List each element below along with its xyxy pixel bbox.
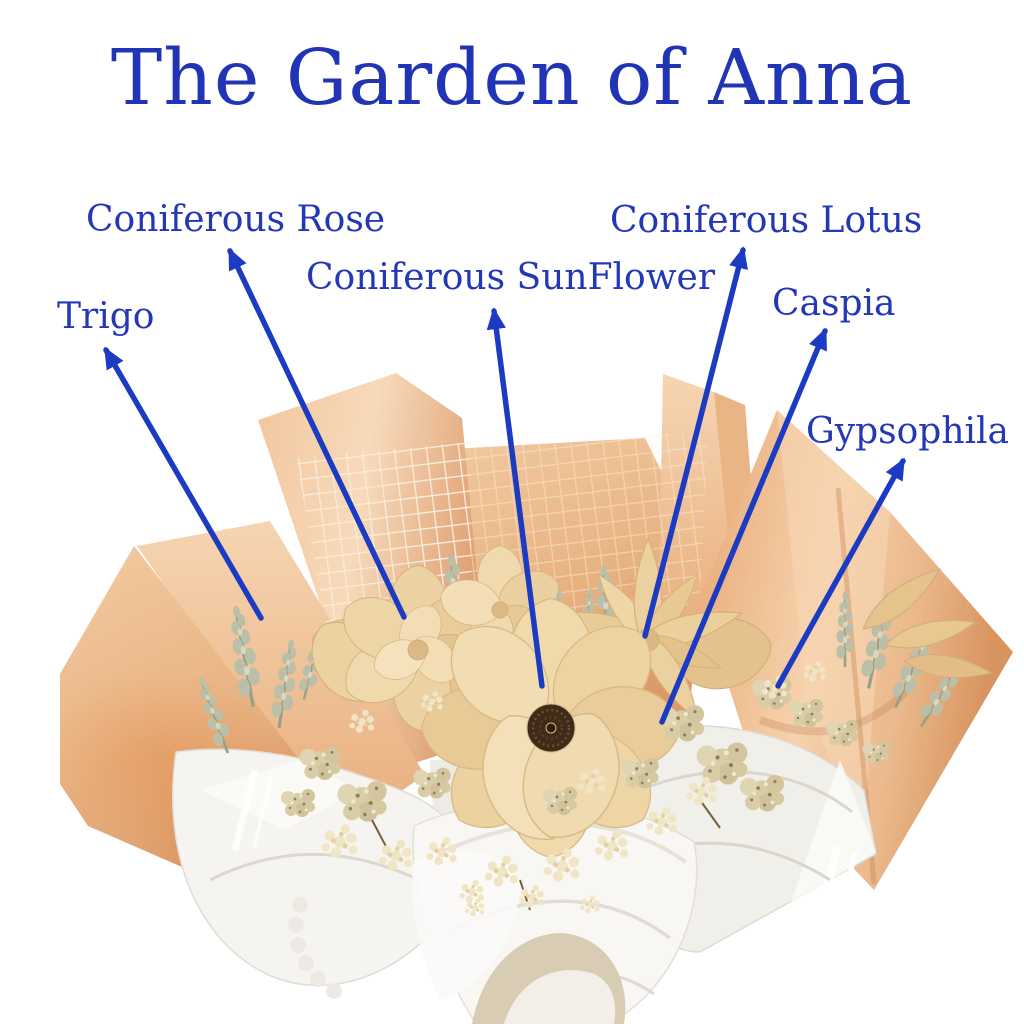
label-trigo: Trigo <box>57 296 155 337</box>
label-coniferous-rose: Coniferous Rose <box>86 199 386 240</box>
arrow-coniferous-rose <box>227 247 407 620</box>
label-gypsophila: Gypsophila <box>806 411 1010 452</box>
annotation-arrows <box>103 246 906 725</box>
arrow-coniferous-sunflower <box>486 307 545 689</box>
arrow-gypsophila <box>775 457 906 689</box>
coniferous-rose-flower <box>330 564 508 732</box>
white-wrap-paper <box>172 725 877 1024</box>
scalloped-edge <box>288 897 342 999</box>
label-coniferous-sunflower: Coniferous SunFlower <box>306 257 716 298</box>
flowers <box>190 537 994 917</box>
small-wood-flower <box>434 545 567 677</box>
page-title: The Garden of Anna <box>110 34 914 123</box>
arrow-coniferous-lotus <box>642 246 748 639</box>
label-coniferous-lotus: Coniferous Lotus <box>610 200 923 241</box>
label-caspia: Caspia <box>772 283 896 324</box>
arrow-trigo <box>103 346 264 621</box>
coniferous-sunflower-flower <box>420 597 682 859</box>
arrow-caspia <box>659 327 828 725</box>
